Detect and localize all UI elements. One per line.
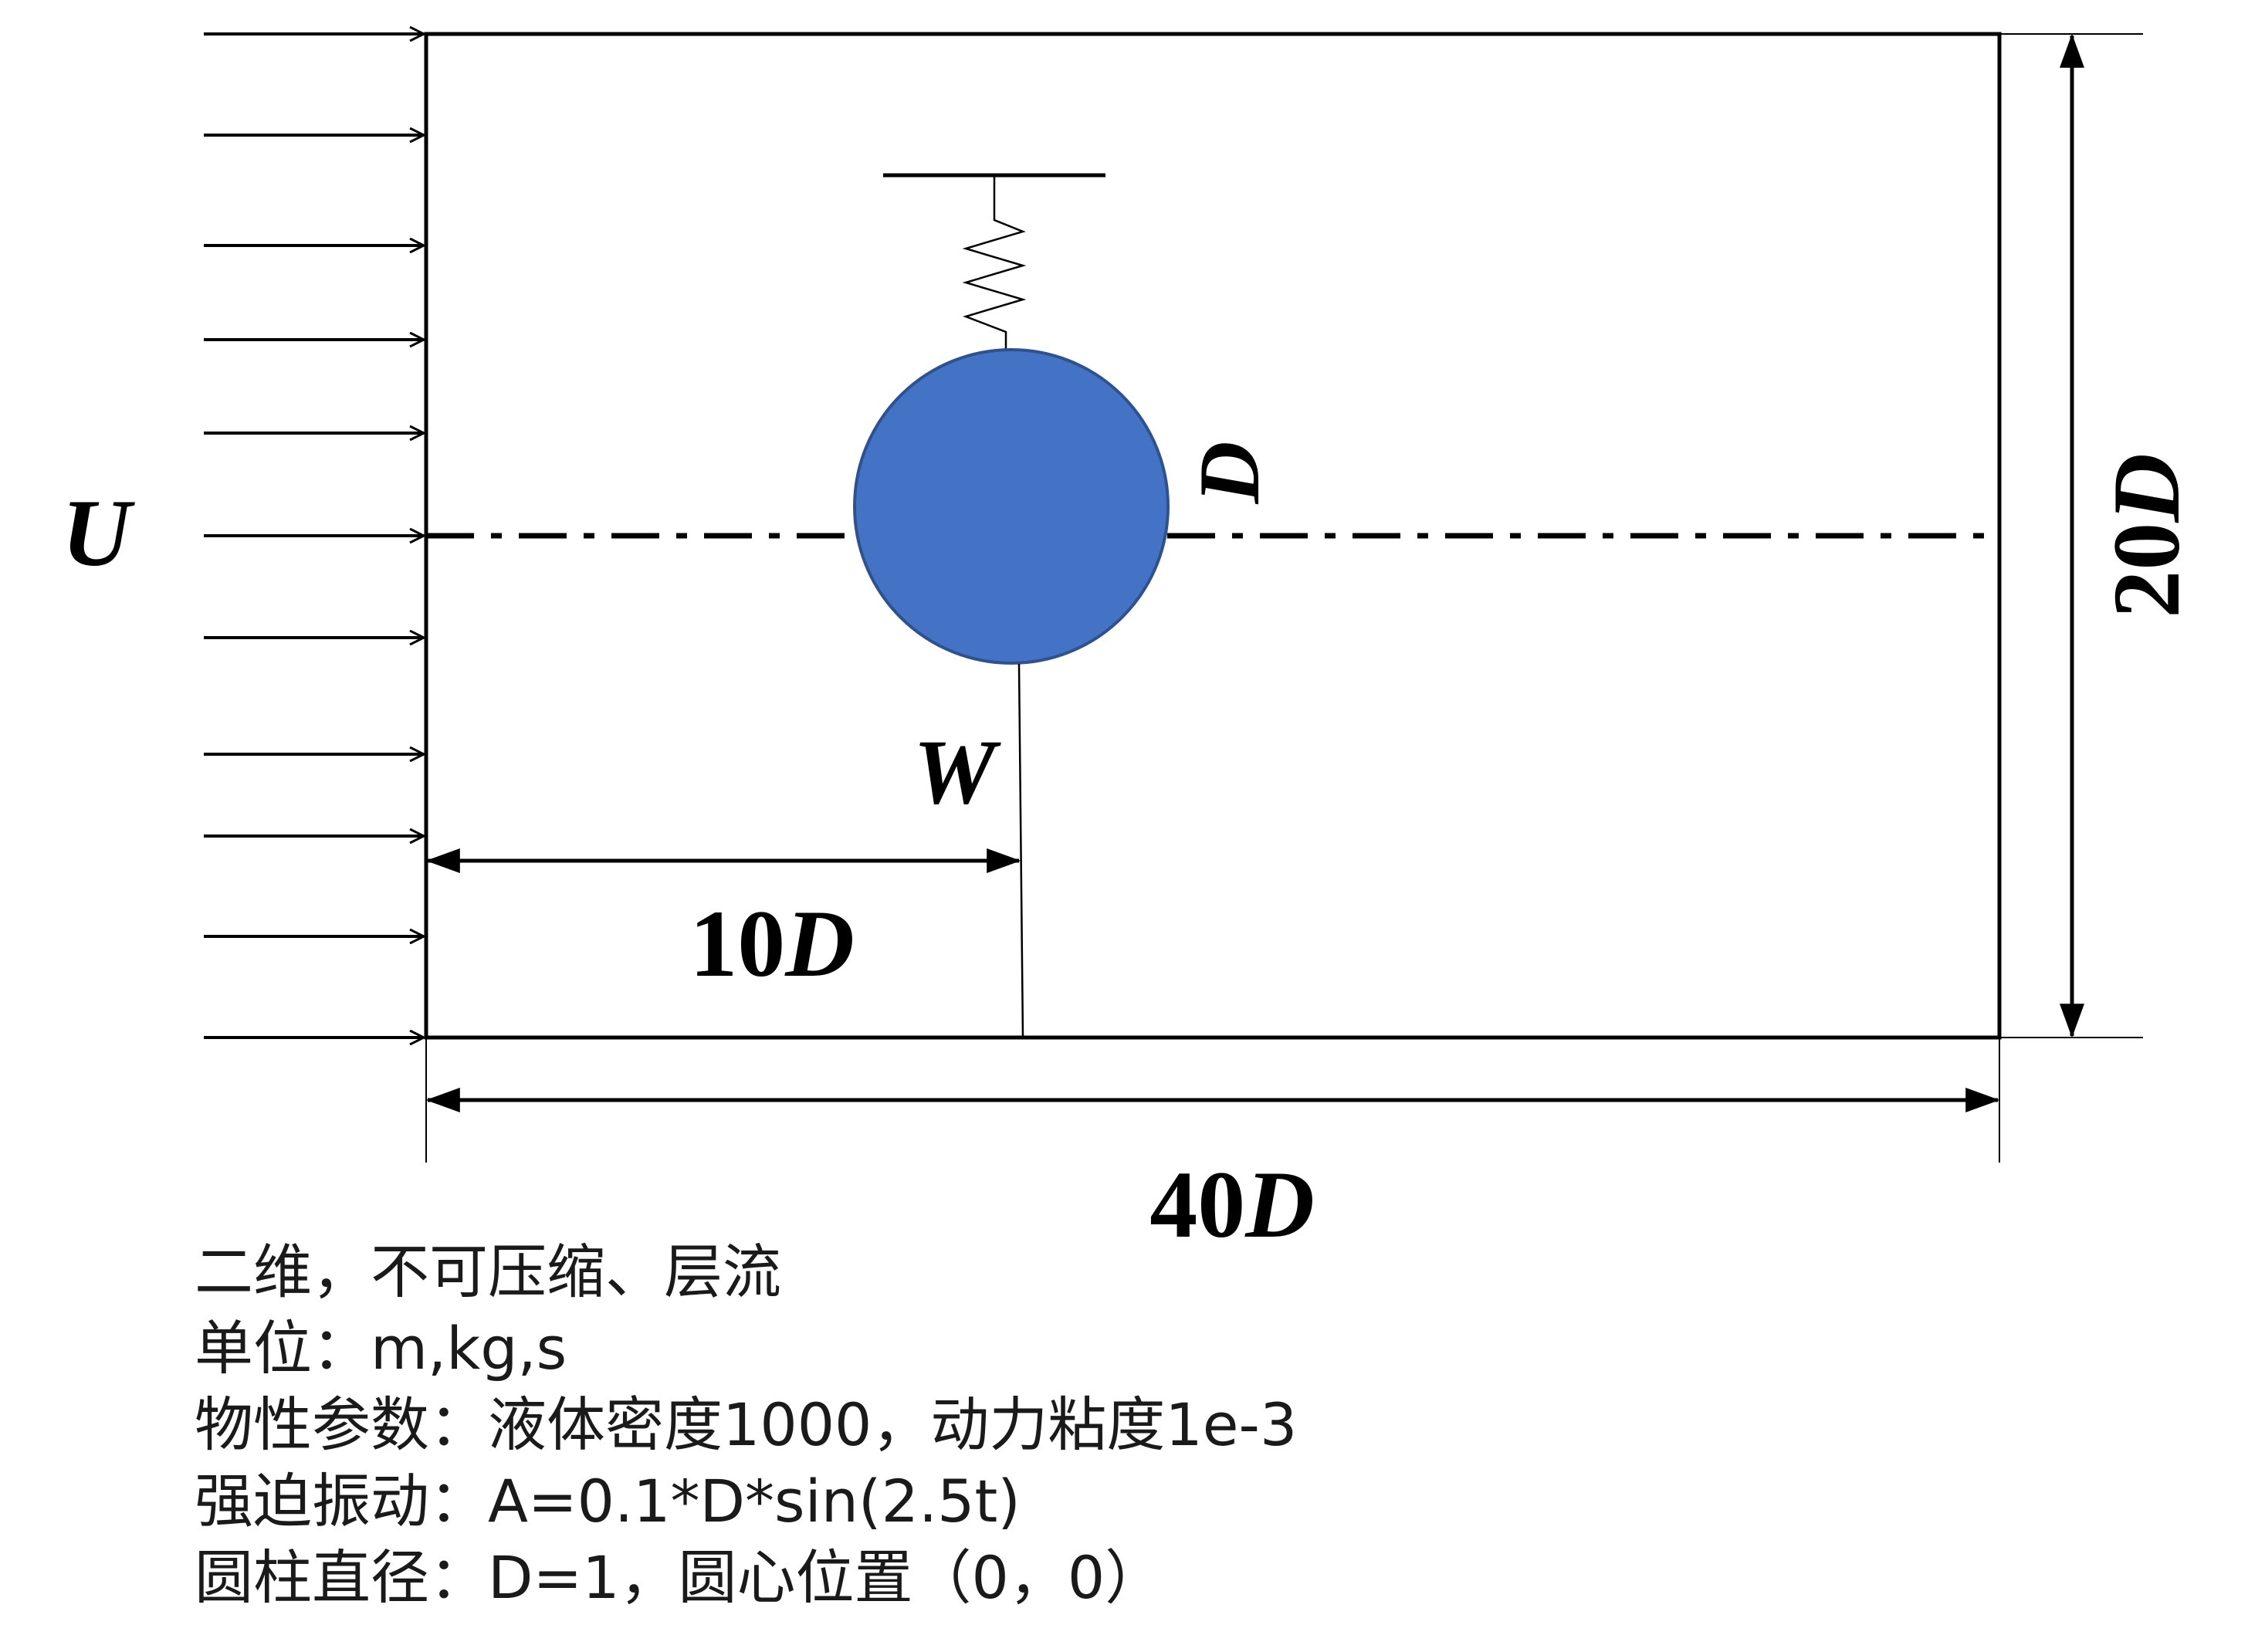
note-fluid-properties: 物性参数：液体密度1000，动力粘度1e-3 — [195, 1390, 1298, 1459]
offset-dimension-label: 10D — [689, 891, 855, 997]
note-cylinder-geometry: 圆柱直径：D=1，圆心位置（0，0） — [195, 1543, 1164, 1612]
note-forced-oscillation: 强迫振动：A=0.1*D*sin(2.5t) — [195, 1467, 1021, 1535]
height-dimension-label: 20D — [2094, 453, 2199, 618]
note-units: 单位：m,kg,s — [195, 1314, 567, 1383]
simulation-notes: 二维，不可压缩、层流 单位：m,kg,s 物性参数：液体密度1000，动力粘度1… — [195, 1234, 2124, 1616]
cylinder-diameter-label: D — [1182, 442, 1278, 505]
spring-icon — [962, 175, 1027, 349]
wall-line — [1017, 663, 1024, 1038]
inflow-arrows — [204, 34, 424, 1038]
length-dimension-label: 40D — [1149, 1152, 1315, 1258]
cylinder — [853, 348, 1170, 665]
wall-label: W — [913, 720, 1001, 823]
note-flow-type: 二维，不可压缩、层流 — [195, 1237, 781, 1306]
inflow-velocity-label: U — [62, 480, 135, 586]
